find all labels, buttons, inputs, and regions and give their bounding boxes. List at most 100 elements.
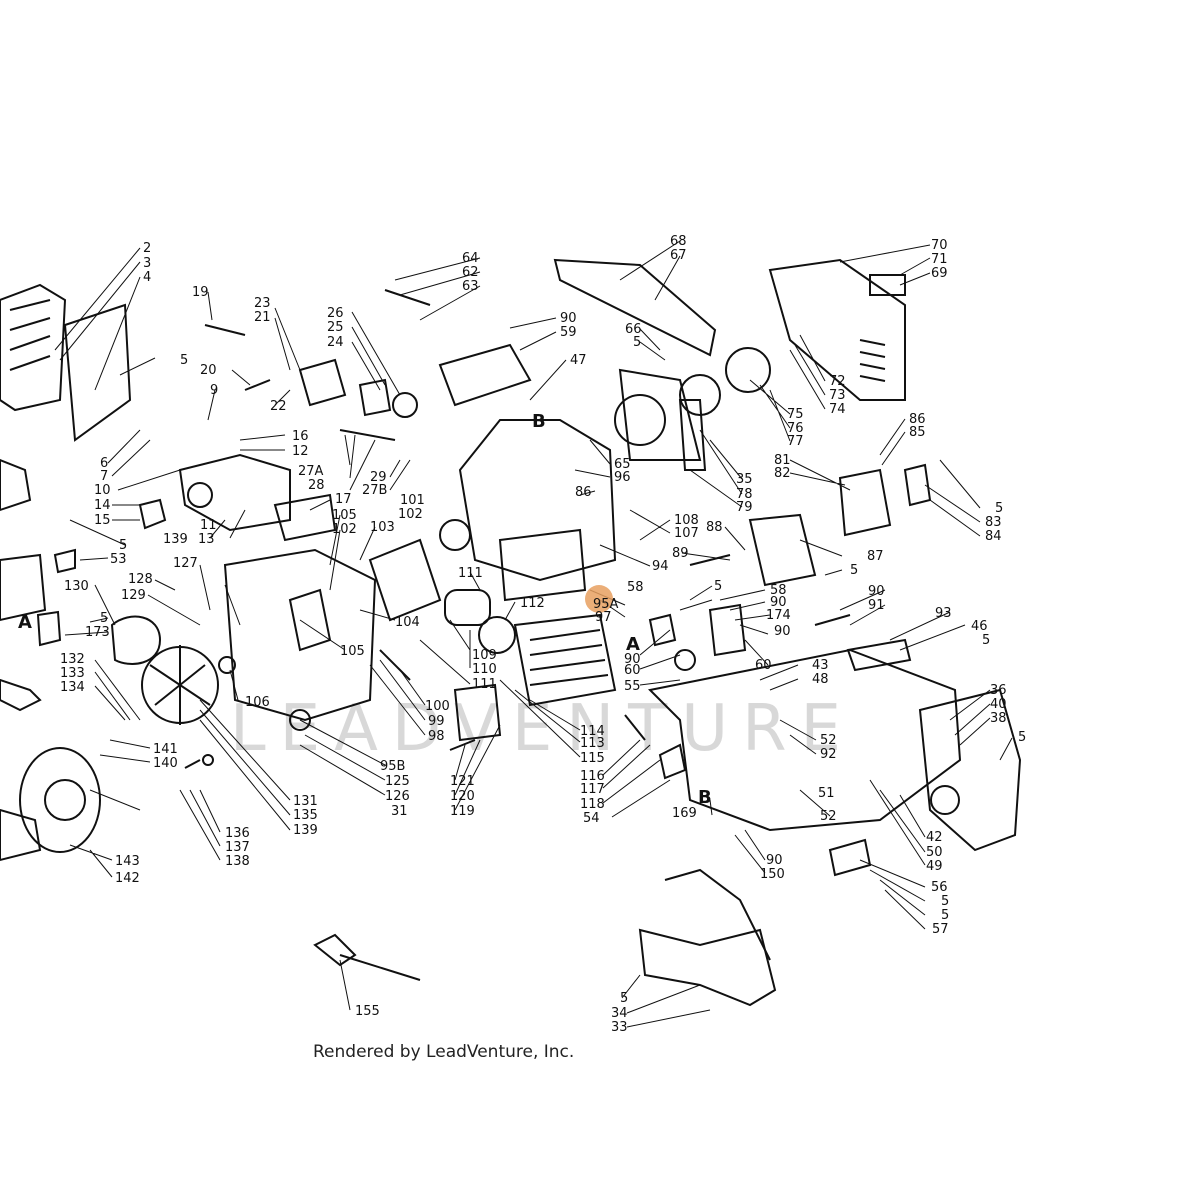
callout-label[interactable]: 49 (926, 859, 943, 874)
callout-label[interactable]: 43 (812, 658, 829, 673)
callout-label[interactable]: 60 (755, 658, 772, 673)
callout-label[interactable]: 143 (115, 854, 140, 869)
callout-label[interactable]: 31 (391, 804, 408, 819)
callout-label[interactable]: 60 (624, 663, 641, 678)
callout-label[interactable]: 2 (143, 241, 151, 256)
callout-label[interactable]: 5 (180, 353, 188, 368)
callout-label[interactable]: 93 (935, 606, 952, 621)
callout-label[interactable]: 127 (173, 556, 198, 571)
callout-label[interactable]: 56 (931, 880, 948, 895)
callout-label[interactable]: 28 (308, 478, 325, 493)
callout-label[interactable]: 174 (766, 608, 791, 623)
callout-label[interactable]: 72 (829, 374, 846, 389)
callout-label[interactable]: 48 (812, 672, 829, 687)
callout-label[interactable]: 42 (926, 830, 943, 845)
callout-label[interactable]: 115 (580, 751, 605, 766)
callout-label[interactable]: 126 (385, 789, 410, 804)
callout-label[interactable]: 53 (110, 552, 127, 567)
callout-label[interactable]: 125 (385, 774, 410, 789)
callout-label[interactable]: 90 (868, 584, 885, 599)
callout-label[interactable]: 88 (706, 520, 723, 535)
callout-label[interactable]: 102 (398, 507, 423, 522)
callout-label[interactable]: 5 (620, 991, 628, 1006)
callout-label[interactable]: 138 (225, 854, 250, 869)
callout-label[interactable]: 21 (254, 310, 271, 325)
callout-label[interactable]: 70 (931, 238, 948, 253)
callout-label[interactable]: 50 (926, 845, 943, 860)
callout-label[interactable]: 139 (163, 532, 188, 547)
callout-label[interactable]: 47 (570, 353, 587, 368)
callout-label[interactable]: 58 (627, 580, 644, 595)
callout-label[interactable]: 91 (868, 598, 885, 613)
callout-label[interactable]: 114 (580, 724, 605, 739)
callout-label[interactable]: 101 (400, 493, 425, 508)
callout-label[interactable]: 85 (909, 425, 926, 440)
callout-label[interactable]: 52 (820, 733, 837, 748)
callout-label[interactable]: 110 (472, 662, 497, 677)
callout-label[interactable]: 5 (995, 501, 1003, 516)
callout-label[interactable]: 55 (624, 679, 641, 694)
callout-label[interactable]: 6 (100, 456, 108, 471)
callout-label[interactable]: 86 (575, 485, 592, 500)
callout-label[interactable]: 73 (829, 388, 846, 403)
callout-label[interactable]: 118 (580, 797, 605, 812)
callout-label[interactable]: 27B (362, 483, 387, 498)
callout-label[interactable]: 77 (787, 434, 804, 449)
callout-label[interactable]: 5 (850, 563, 858, 578)
callout-label[interactable]: 109 (472, 648, 497, 663)
callout-label[interactable]: 87 (867, 549, 884, 564)
callout-label[interactable]: 96 (614, 470, 631, 485)
callout-label[interactable]: 5 (100, 611, 108, 626)
callout-label[interactable]: 140 (153, 756, 178, 771)
callout-label[interactable]: 36 (990, 683, 1007, 698)
callout-label[interactable]: 94 (652, 559, 669, 574)
callout-label[interactable]: 34 (611, 1006, 628, 1021)
callout-label[interactable]: 107 (674, 526, 699, 541)
callout-label[interactable]: 119 (450, 804, 475, 819)
callout-label[interactable]: 141 (153, 742, 178, 757)
callout-label[interactable]: 117 (580, 782, 605, 797)
callout-label[interactable]: 111 (458, 566, 483, 581)
callout-label[interactable]: 82 (774, 466, 791, 481)
callout-label[interactable]: 23 (254, 296, 271, 311)
callout-label[interactable]: 86 (909, 412, 926, 427)
callout-label[interactable]: 26 (327, 306, 344, 321)
callout-label[interactable]: 90 (624, 652, 641, 667)
callout-label[interactable]: 103 (370, 520, 395, 535)
callout-label[interactable]: 135 (293, 808, 318, 823)
callout-label[interactable]: 40 (990, 697, 1007, 712)
callout-label[interactable]: 90 (766, 853, 783, 868)
callout-label[interactable]: 25 (327, 320, 344, 335)
callout-label[interactable]: 83 (985, 515, 1002, 530)
callout-label[interactable]: 66 (625, 322, 642, 337)
callout-label[interactable]: 75 (787, 407, 804, 422)
callout-label[interactable]: 132 (60, 652, 85, 667)
callout-label[interactable]: 58 (770, 583, 787, 598)
callout-label[interactable]: 67 (670, 248, 687, 263)
callout-label[interactable]: 71 (931, 252, 948, 267)
callout-label[interactable]: 104 (395, 615, 420, 630)
callout-label[interactable]: 134 (60, 680, 85, 695)
callout-label[interactable]: 173 (85, 625, 110, 640)
callout-label[interactable]: 33 (611, 1020, 628, 1035)
callout-label[interactable]: 20 (200, 363, 217, 378)
callout-label[interactable]: 84 (985, 529, 1002, 544)
callout-label[interactable]: 102 (332, 522, 357, 537)
callout-label[interactable]: 69 (931, 266, 948, 281)
callout-label[interactable]: 5 (119, 538, 127, 553)
callout-label[interactable]: 46 (971, 619, 988, 634)
callout-label[interactable]: 79 (736, 500, 753, 515)
callout-label[interactable]: 52 (820, 809, 837, 824)
callout-label[interactable]: 27A (298, 464, 324, 479)
callout-label[interactable]: 68 (670, 234, 687, 249)
callout-label[interactable]: 13 (198, 532, 215, 547)
callout-label[interactable]: 11 (200, 518, 217, 533)
callout-label[interactable]: 63 (462, 279, 479, 294)
callout-label[interactable]: 133 (60, 666, 85, 681)
callout-label[interactable]: 108 (674, 513, 699, 528)
callout-label[interactable]: 51 (818, 786, 835, 801)
callout-label[interactable]: 131 (293, 794, 318, 809)
hotspot-highlight[interactable] (585, 585, 613, 613)
callout-label[interactable]: 35 (736, 472, 753, 487)
callout-label[interactable]: 74 (829, 402, 846, 417)
